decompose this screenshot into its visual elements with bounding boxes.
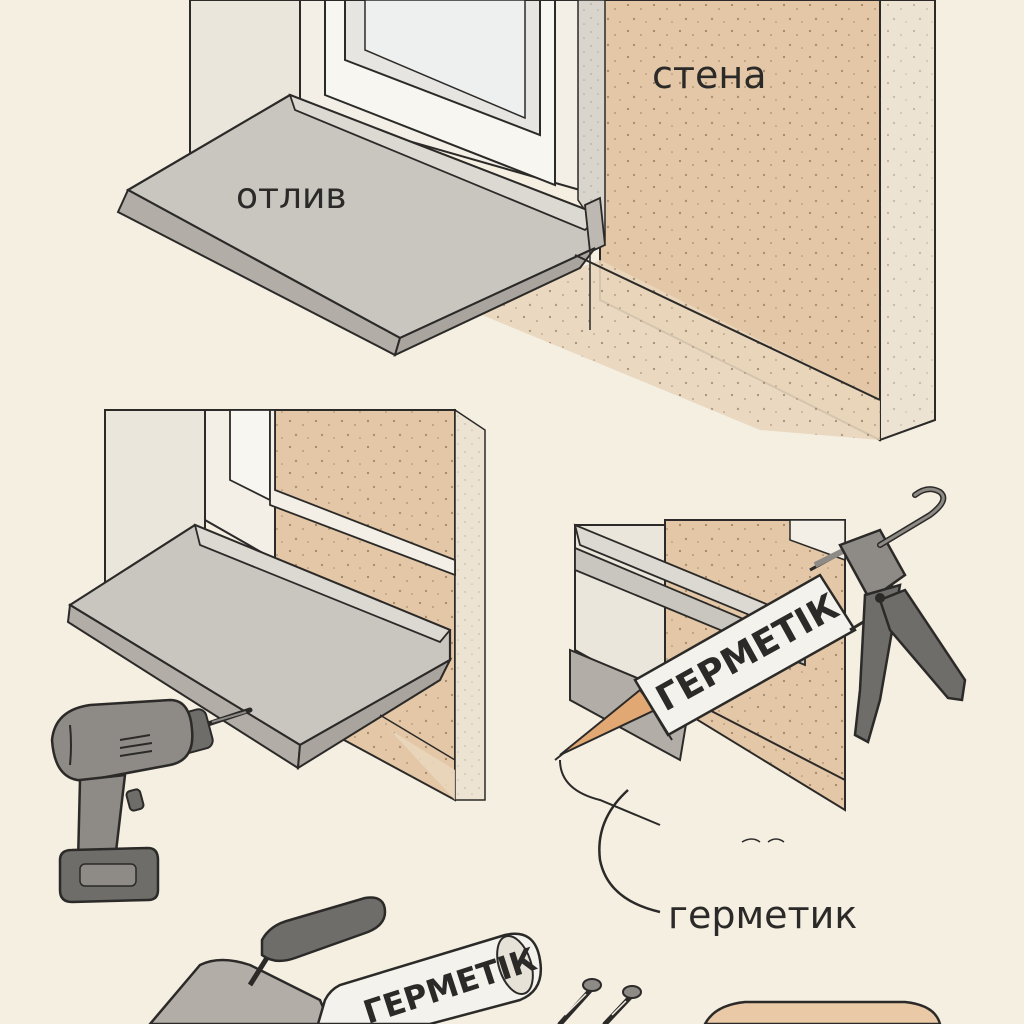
bucket-rim xyxy=(705,1002,940,1024)
sealant-label: герметик xyxy=(668,893,857,937)
sill-label: отлив xyxy=(236,176,347,217)
screw-icon xyxy=(560,979,641,1024)
panel-top: отлив стена xyxy=(118,0,935,440)
sealant-tube-icon: ГЕРМЕТІК xyxy=(318,932,541,1024)
drill-icon xyxy=(52,700,250,902)
panel-drilling xyxy=(52,410,485,902)
wall-label: стена xyxy=(652,53,767,97)
sealant-callout-line xyxy=(560,760,660,825)
panel-sealing: ГЕРМЕТІК герметик xyxy=(555,489,965,937)
